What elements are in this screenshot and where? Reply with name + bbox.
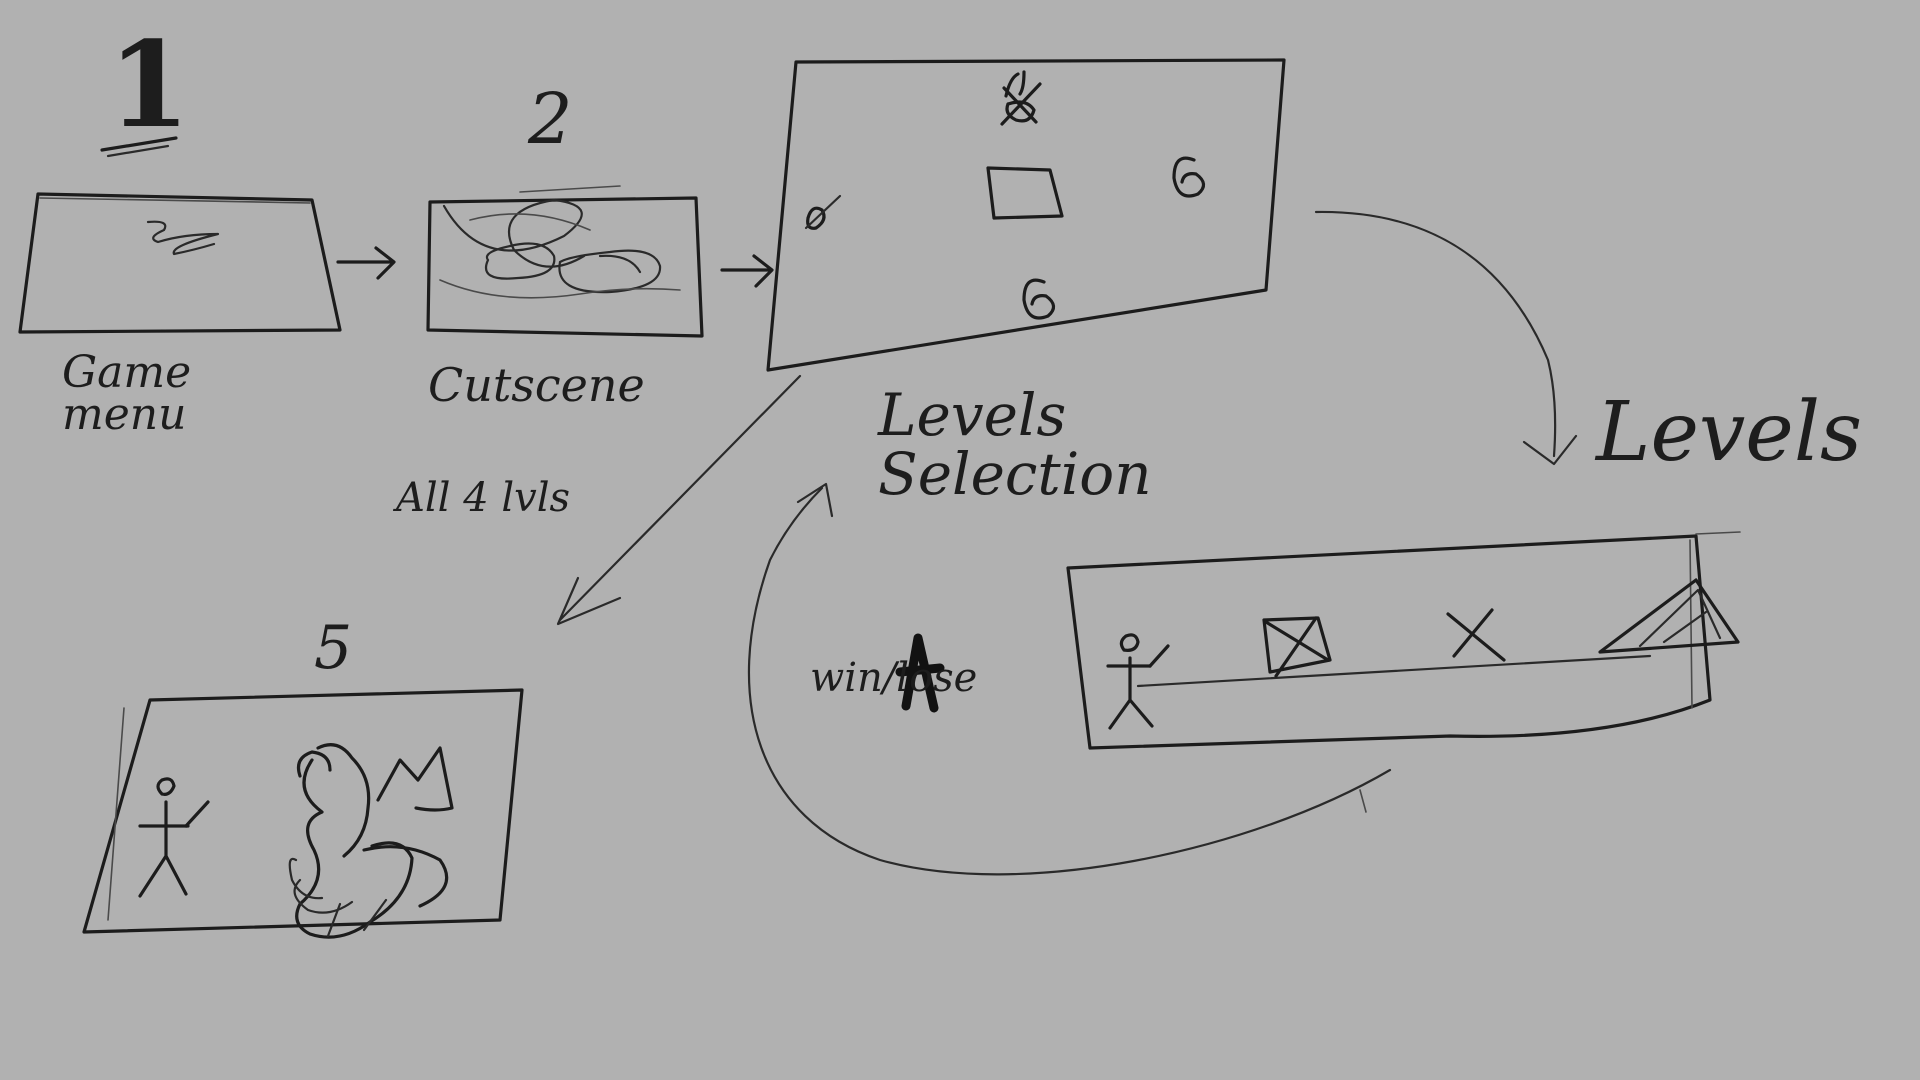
game-menu-panel xyxy=(18,192,342,334)
game-menu-label: Game menu xyxy=(62,347,192,440)
arrow-cutscene-to-levels-selection xyxy=(720,254,774,288)
step-number-5: 5 xyxy=(314,613,353,683)
boss-panel xyxy=(82,688,524,939)
arrow-levels-selection-to-levels xyxy=(1314,210,1578,466)
arrow-levels-back-to-selection xyxy=(747,482,1392,876)
step-number-2: 2 xyxy=(528,78,573,160)
arrow-menu-to-cutscene xyxy=(336,246,396,280)
arrow-levels-selection-to-boss xyxy=(556,374,802,626)
cutscene-panel xyxy=(426,185,704,338)
step-number-1: 1 xyxy=(108,15,191,154)
all-levels-note: All 4 lvls xyxy=(396,475,571,521)
win-lose-note: win/lose xyxy=(810,655,978,701)
cutscene-label: Cutscene xyxy=(428,358,645,412)
levels-label: Levels xyxy=(1596,385,1863,480)
win-lose-scribble xyxy=(895,633,945,713)
levels-selection-panel xyxy=(766,58,1286,372)
levels-panel xyxy=(1066,531,1741,750)
levels-selection-label: Levels Selection xyxy=(878,381,1152,509)
number-1-underline xyxy=(100,136,178,158)
